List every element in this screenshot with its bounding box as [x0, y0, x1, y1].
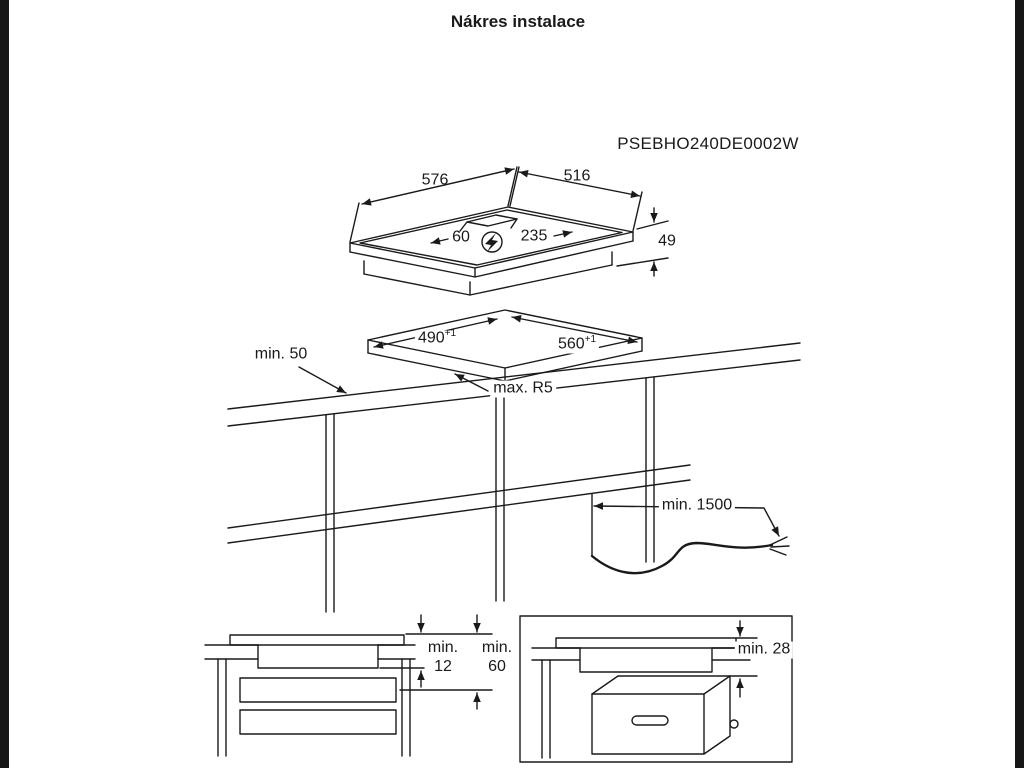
dim-cutout-length-value: 490 — [417, 329, 445, 347]
dim-cutout-width: 560+1 — [554, 334, 600, 354]
dim-cutout-width-tolerance: +1 — [584, 334, 597, 346]
cable-drawing — [590, 493, 790, 575]
oven-knob — [729, 719, 739, 729]
label-clearance-oven: min. 28 — [734, 641, 794, 659]
label-clearance-drawer-value: 12 — [434, 658, 452, 675]
label-clearance-shelf: min. 60 — [479, 639, 515, 676]
dim-hob-depth: 576 — [421, 171, 449, 189]
label-clearance-drawer-min: min. — [427, 639, 459, 657]
hob-isometric-drawing — [349, 206, 634, 296]
model-code: PSEBHO240DE0002W — [617, 133, 799, 153]
dim-junction-left: 60 — [452, 228, 470, 246]
dim-hob-height: 49 — [658, 232, 676, 250]
label-clearance-drawer: min. 12 — [425, 639, 461, 676]
label-clearance-shelf-min: min. — [481, 639, 513, 657]
screen-edge-bar-left — [0, 0, 9, 768]
dim-cutout-length-tolerance: +1 — [444, 328, 457, 340]
drawer-front — [239, 709, 397, 735]
oven-handle — [631, 715, 669, 726]
detail-frame — [519, 615, 793, 763]
page-title: Nákres instalace — [450, 11, 586, 31]
dim-cutout-width-value: 560 — [557, 335, 585, 353]
drawer-front — [239, 677, 397, 703]
hob-dimension-lines — [349, 166, 669, 277]
label-clearance-shelf-value: 60 — [488, 658, 506, 675]
oven-front — [591, 693, 705, 755]
oven-clearance-drawing — [519, 615, 793, 763]
screen-edge-bar-right — [1015, 0, 1024, 768]
dim-cutout-length: 490+1 — [414, 328, 460, 348]
cabinet-clearance-drawing — [204, 614, 493, 757]
power-cable — [590, 541, 774, 575]
label-cable-length: min. 1500 — [658, 497, 736, 515]
dim-hob-width: 516 — [563, 167, 591, 185]
countertop-cutout-drawing — [227, 309, 801, 613]
label-front-distance: min. 50 — [254, 345, 308, 363]
power-connection-icon — [481, 231, 503, 253]
label-corner-radius: max. R5 — [490, 380, 556, 398]
dim-junction-right: 235 — [520, 227, 548, 245]
